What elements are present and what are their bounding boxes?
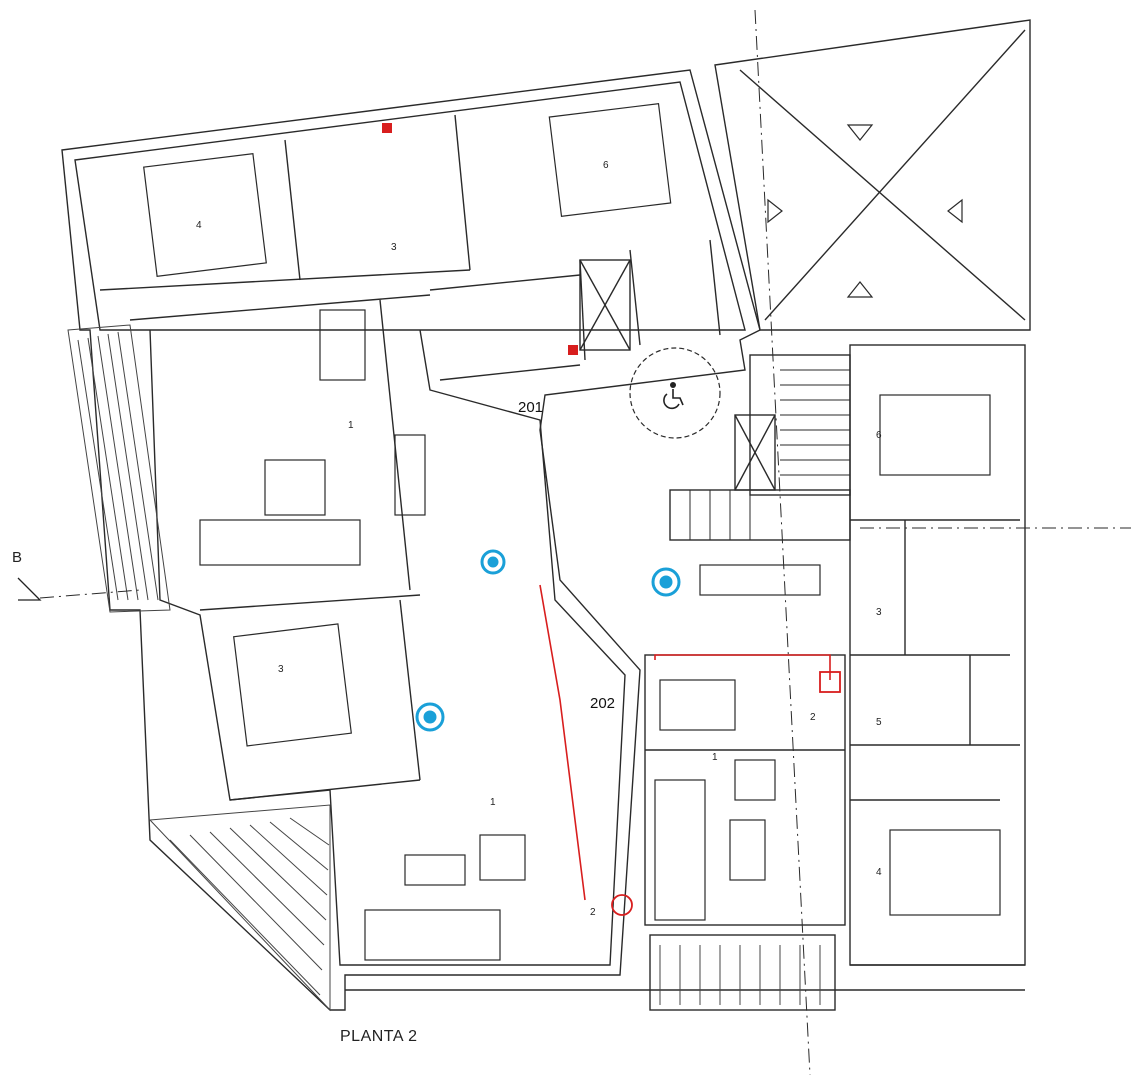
- central-living-outline: [644, 654, 846, 926]
- room-3-label: 3: [391, 242, 397, 253]
- bed-n: [548, 103, 672, 217]
- room-2-label: 2: [810, 712, 816, 723]
- kitchen-counter-2: [699, 564, 821, 596]
- gas-meter-icon: [382, 123, 841, 916]
- section-arrow: [17, 577, 42, 601]
- water-meter-icon: [415, 549, 681, 732]
- coffee-table: [729, 819, 766, 881]
- room-1c-label: 1: [490, 797, 496, 808]
- room-4-label: 4: [196, 220, 202, 231]
- dining-nw: [319, 309, 366, 381]
- room-5-label: 5: [876, 717, 882, 728]
- elevator: [734, 414, 776, 491]
- living-table: [264, 459, 326, 516]
- room-3b-label: 3: [278, 664, 284, 675]
- armchair: [734, 759, 776, 801]
- unit-202-label: 202: [590, 695, 615, 712]
- room-1b-label: 1: [712, 752, 718, 763]
- room-6b-label: 6: [876, 430, 882, 441]
- sofa-central: [654, 779, 706, 921]
- unit-201-label: 201: [518, 399, 543, 416]
- tv-table: [404, 854, 466, 886]
- room-4b-label: 4: [876, 867, 882, 878]
- bed-e2: [889, 829, 1001, 916]
- room-3c-label: 3: [876, 607, 882, 618]
- room-2b-label: 2: [590, 907, 596, 918]
- armchair-sw: [479, 834, 526, 881]
- room-1-label: 1: [348, 420, 354, 431]
- terrace-outline: [714, 19, 1031, 331]
- west-block-inner: [74, 81, 746, 966]
- accessibility-icon: [629, 347, 721, 439]
- dining-table: [659, 679, 736, 731]
- bed-nw: [143, 153, 267, 277]
- sofa-nw: [199, 519, 361, 566]
- bed-sw: [233, 623, 352, 747]
- sofa-sw: [364, 909, 501, 961]
- plan-title: PLANTA 2: [340, 1028, 418, 1045]
- section-marker: B: [12, 549, 23, 566]
- kitchen-counter: [394, 434, 426, 516]
- room-6-label: 6: [603, 160, 609, 171]
- bed-e: [879, 394, 991, 476]
